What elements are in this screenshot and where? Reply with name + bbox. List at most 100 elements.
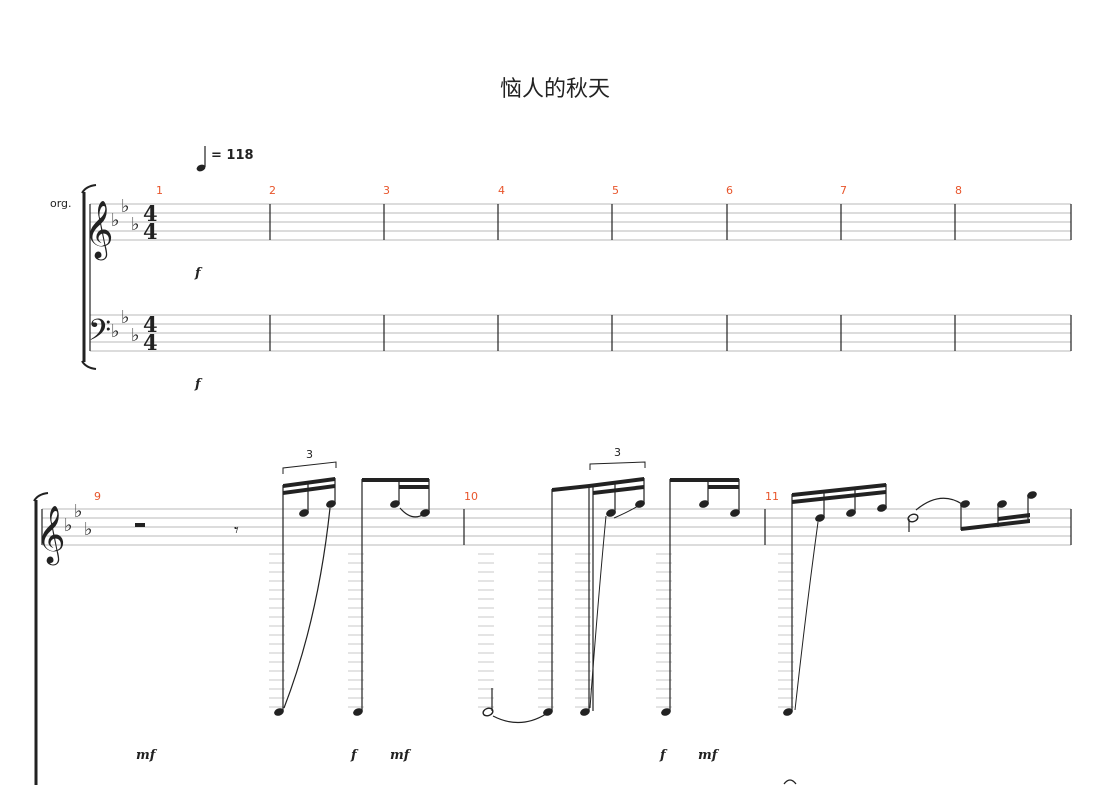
beam [593, 485, 644, 495]
slur [283, 507, 331, 709]
note-head [299, 509, 309, 517]
tempo-marking: = 118 [196, 146, 254, 172]
treble-staff-2 [42, 508, 1071, 546]
system-1: 𝄞 𝄢 ♭ ♭ ♭ ♭ ♭ ♭ 4 4 4 4 [81, 184, 1072, 392]
barlines-system-1 [89, 204, 1072, 351]
note-group [661, 478, 740, 716]
slur [613, 505, 639, 519]
time-signature-bottom: 4 [143, 219, 158, 244]
flat-icon: ♭ [64, 515, 73, 536]
partial-glyph [783, 779, 797, 785]
measure-number: 10 [464, 490, 478, 503]
flat-icon: ♭ [111, 210, 120, 231]
tempo-value: = 118 [211, 148, 254, 163]
beam [708, 485, 739, 489]
flat-icon: ♭ [74, 501, 83, 522]
tie [399, 507, 425, 518]
dynamic-marking: f [194, 266, 203, 281]
note-head [274, 708, 284, 716]
measure-number: 4 [498, 184, 505, 197]
note-head [730, 509, 740, 517]
note-group: 3 [274, 448, 337, 716]
dynamic-marking: f [350, 748, 359, 763]
tuplet-bracket [589, 461, 646, 470]
tie [915, 497, 963, 511]
slur [794, 521, 819, 711]
time-signature-top: 4 [143, 201, 158, 226]
note-head [997, 500, 1007, 508]
note-head [580, 708, 590, 716]
note-head [815, 514, 825, 522]
beam [283, 484, 335, 495]
tie [492, 713, 547, 724]
note-head [543, 708, 553, 716]
note-group: 3 [589, 446, 646, 711]
treble-clef-icon: 𝄞 [36, 505, 66, 566]
beam [589, 477, 644, 488]
ledger-lines [269, 553, 794, 708]
note-head [353, 708, 363, 716]
time-signature-bottom: 4 [143, 330, 158, 355]
bracket-bottom-hook [81, 360, 97, 370]
note-head-half [907, 513, 919, 523]
score-title: 恼人的秋天 [500, 77, 610, 102]
dynamic-marking: f [659, 748, 668, 763]
tuplet-bracket [282, 461, 337, 474]
dynamic-marking: f [194, 377, 203, 392]
system-2: 𝄞 ♭ ♭ ♭ 9 10 11 𝄾 [33, 446, 1072, 785]
treble-clef-icon: 𝄞 [84, 200, 114, 261]
treble-staff-1 [90, 203, 1071, 241]
eighth-rest-icon: 𝄾 [234, 520, 239, 541]
dynamic-marking: mf [390, 748, 412, 763]
measure-numbers-system-1: 1 2 3 4 5 6 7 8 [156, 184, 962, 197]
measure-number: 5 [612, 184, 619, 197]
flat-icon: ♭ [111, 321, 120, 342]
half-rest-icon [135, 523, 145, 527]
note-group [482, 484, 590, 724]
measure-number: 6 [726, 184, 733, 197]
note-group [353, 478, 430, 716]
barlines-system-2 [41, 509, 1072, 545]
flat-icon: ♭ [131, 214, 140, 235]
beam [961, 519, 1030, 531]
measure-number: 11 [765, 490, 779, 503]
dynamic-marking: mf [136, 748, 158, 763]
measure-number: 7 [840, 184, 847, 197]
bracket-top-hook [81, 184, 97, 194]
note-head [661, 708, 671, 716]
note-head [846, 509, 856, 517]
bass-clef-icon: 𝄢 [88, 314, 111, 355]
measure-number: 9 [94, 490, 101, 503]
beam [998, 513, 1030, 521]
beam [670, 478, 739, 482]
note-group [907, 491, 1037, 532]
note-head [960, 500, 970, 508]
note-head [783, 708, 793, 716]
instrument-label: org. [50, 197, 72, 210]
note-head [606, 509, 616, 517]
flat-icon: ♭ [121, 196, 130, 217]
dynamics-system-2: mf f mf f mf [136, 748, 720, 763]
bass-staff-1 [90, 314, 1071, 352]
beam [399, 485, 429, 489]
note-head [877, 504, 887, 512]
note-group [783, 483, 887, 716]
beam [362, 478, 429, 482]
flat-icon: ♭ [121, 307, 130, 328]
note-head [1027, 491, 1037, 499]
flat-icon: ♭ [84, 519, 93, 540]
tuplet-number: 3 [614, 446, 621, 459]
measure-number: 1 [156, 184, 163, 197]
note-head [326, 500, 336, 508]
note-head [390, 500, 400, 508]
beam [792, 490, 886, 504]
note-head-half [482, 707, 494, 717]
beam [552, 484, 589, 492]
dynamic-marking: mf [698, 748, 720, 763]
flat-icon: ♭ [131, 325, 140, 346]
bracket-top-hook [33, 492, 49, 502]
measure-number: 8 [955, 184, 962, 197]
slur [589, 515, 607, 709]
measure-number: 2 [269, 184, 276, 197]
